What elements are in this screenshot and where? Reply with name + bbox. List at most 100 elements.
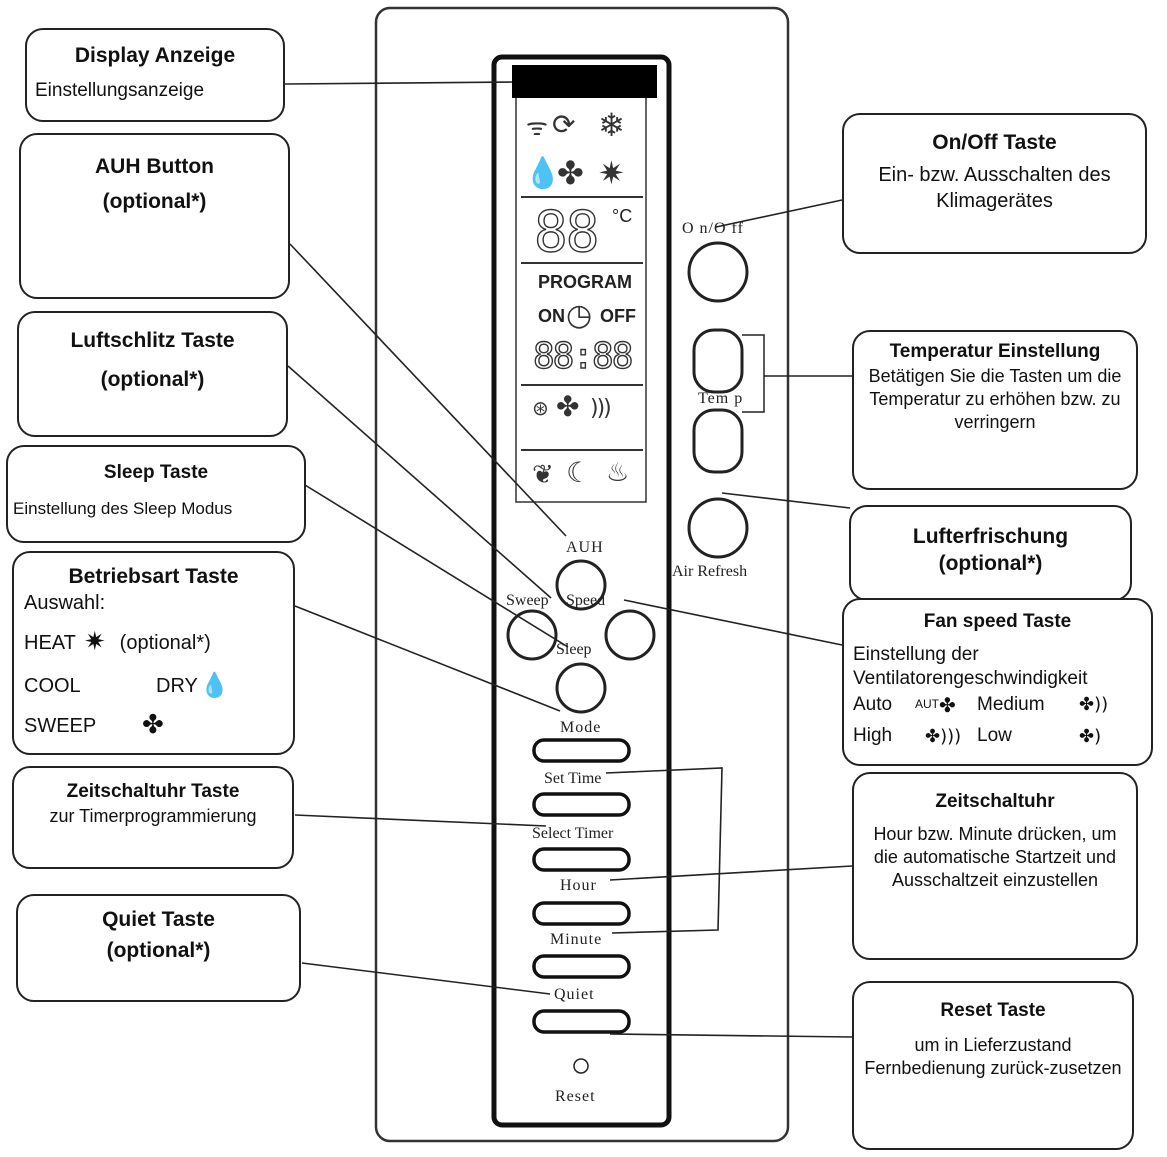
temp-label: Tem p [698, 390, 744, 407]
callout-text: Betätigen Sie die Tasten um die Temperat… [868, 365, 1122, 433]
callout-text: zur Timerprogrammierung [49, 805, 257, 826]
fan-auto: Auto [853, 693, 893, 715]
quiet-button[interactable] [532, 1009, 631, 1034]
fan-high: High [853, 725, 893, 747]
speed-button[interactable] [604, 609, 656, 661]
callout-text: Einstellungsanzeige [35, 80, 205, 102]
sleep-label: Sleep [556, 641, 592, 658]
callout-auh: AUH Button (optional*) [19, 133, 290, 299]
auh-button[interactable] [555, 559, 607, 611]
callout-line2: Ventilatorengeschwindigkeit [853, 668, 1088, 690]
mode-cool: COOL [24, 674, 81, 697]
hour-button[interactable] [532, 901, 631, 926]
callout-subtitle: (optional*) [102, 190, 207, 214]
callout-text: Hour bzw. Minute drücken, um die automat… [873, 823, 1117, 891]
callout-title: Luftschlitz Taste [70, 329, 235, 352]
reset-button[interactable] [573, 1058, 589, 1074]
callout-text: Einstellung des Sleep Modus [13, 498, 233, 518]
on-off-label: O n/O ff [682, 220, 744, 237]
callout-display: Display Anzeige Einstellungsanzeige [25, 28, 285, 122]
callout-reset: Reset Taste um in Lieferzustand Fernbedi… [852, 981, 1134, 1150]
lcd-off: OFF [600, 306, 636, 326]
select-timer-button[interactable] [532, 847, 631, 872]
fan-medium: Medium [977, 693, 1045, 715]
callout-title: Reset Taste [940, 1000, 1046, 1021]
fan-icon: ✤ [556, 390, 580, 423]
minute-button[interactable] [532, 954, 631, 979]
callout-text: um in Lieferzustand Fernbedienung zurück… [864, 1034, 1122, 1079]
droplet-icon: 💧 [199, 671, 230, 700]
callout-line1: Einstellung der [853, 643, 979, 665]
sun-icon: ✷ [83, 627, 106, 658]
callout-louver: Luftschlitz Taste (optional*) [17, 311, 288, 437]
mode-heat-note: (optional*) [119, 632, 211, 655]
snowflake-icon: ❄ [598, 106, 625, 144]
set-time-label: Set Time [544, 770, 602, 787]
air-refresh-label: Air Refresh [672, 563, 748, 580]
fan-high-icon: ✤))) [925, 725, 962, 747]
set-time-button[interactable] [532, 792, 631, 817]
sweep-button[interactable] [506, 609, 558, 661]
lcd-temp-digits: 88 [533, 199, 600, 265]
callout-timer: Zeitschaltuhr Hour bzw. Minute drücken, … [852, 772, 1138, 960]
leaf-icon: ❦ [532, 460, 554, 490]
temp-down-button[interactable] [692, 408, 744, 474]
temp-up-button[interactable] [692, 328, 744, 394]
remote-face [491, 54, 672, 1128]
callout-subtitle: (optional*) [106, 939, 211, 963]
callout-timer-key: Zeitschaltuhr Taste zur Timerprogrammier… [12, 766, 294, 869]
reset-label: Reset [555, 1088, 596, 1105]
lcd-temp-unit: °C [612, 206, 633, 226]
callout-refresh: Lufterfrischung (optional*) [849, 505, 1132, 601]
callout-title: Zeitschaltuhr Taste [66, 781, 240, 802]
rotate-icon: ⟳ [552, 108, 576, 141]
temp-bracket [742, 334, 765, 413]
mode-button[interactable] [532, 738, 631, 763]
callout-subtitle: (optional*) [100, 368, 205, 392]
on-off-button[interactable] [687, 241, 749, 303]
droplet-icon: 💧 [524, 156, 562, 191]
callout-title: AUH Button [95, 155, 214, 178]
mode-dry: DRY [156, 674, 198, 697]
callout-onoff: On/Off Taste Ein- bzw. Ausschalten des K… [842, 113, 1147, 254]
callout-title: Temperatur Einstellung [889, 341, 1101, 362]
minute-label: Minute [550, 931, 603, 948]
remote-body [374, 6, 790, 1143]
callout-fan: Fan speed Taste Einstellung der Ventilat… [842, 598, 1153, 766]
callout-text: Ein- bzw. Ausschalten des Klimagerätes [878, 164, 1111, 213]
leader-lines [284, 81, 853, 1038]
moon-icon: ☾ [566, 456, 592, 489]
callout-title: Sleep Taste [103, 462, 209, 483]
fan-medium-icon: ✤)) [1079, 694, 1109, 716]
clock-icon: ◷ [566, 298, 593, 333]
mode-label: Mode [560, 719, 602, 736]
callout-sleep: Sleep Taste Einstellung des Sleep Modus [6, 445, 306, 543]
fan-icon: ✤ [557, 154, 584, 192]
callout-mode: Betriebsart Taste Auswahl: HEAT ✷ (optio… [12, 551, 295, 755]
heater-icon: ♨ [606, 458, 630, 488]
sleep-button[interactable] [555, 662, 607, 714]
select-timer-label: Select Timer [532, 825, 614, 842]
air-refresh-button[interactable] [687, 497, 749, 559]
signal-icon: ᯤ [526, 113, 548, 141]
mode-heat: HEAT [24, 632, 76, 655]
sun-icon: ✷ [598, 154, 625, 192]
sweep-label: Sweep [506, 592, 549, 609]
callout-intro: Auswahl: [24, 592, 106, 615]
fan-low-icon: ✤) [1079, 725, 1102, 747]
callout-title: Quiet Taste [102, 908, 215, 931]
callout-title: Fan speed Taste [923, 611, 1072, 632]
callout-quiet: Quiet Taste (optional*) [16, 894, 301, 1002]
auh-label: AUH [566, 539, 604, 556]
callout-subtitle: (optional*) [938, 552, 1043, 576]
callout-title: Lufterfrischung [912, 525, 1069, 548]
fan-icon: ✤ [939, 693, 956, 718]
fan-low: Low [977, 725, 1012, 747]
callout-title: Display Anzeige [74, 44, 236, 67]
callout-title: On/Off Taste [932, 131, 1057, 154]
callout-temperature: Temperatur Einstellung Betätigen Sie die… [852, 330, 1138, 490]
lcd-time-digits: 88:88 [532, 335, 634, 377]
quiet-label: Quiet [554, 986, 595, 1003]
